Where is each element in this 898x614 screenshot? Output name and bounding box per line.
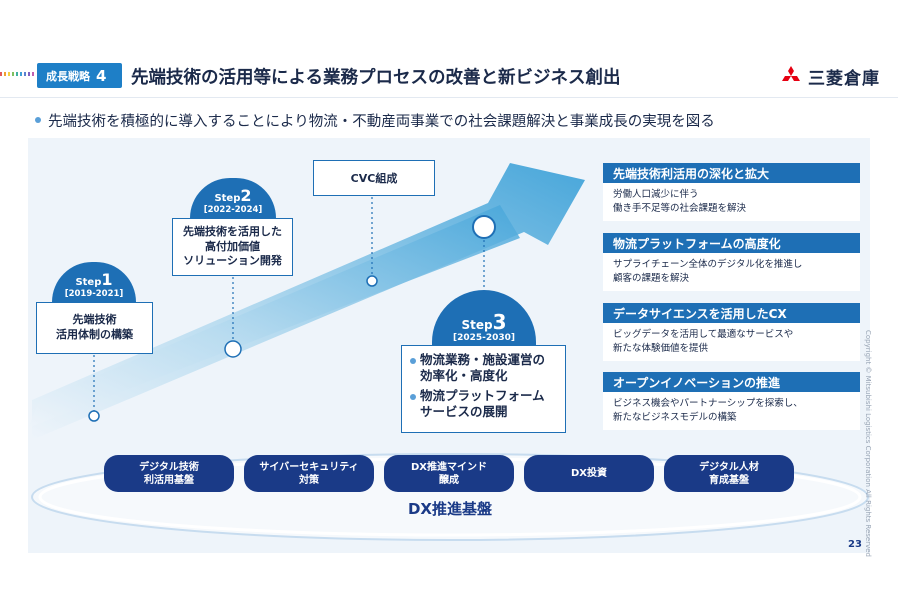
copyright-notice: Copyright © Mitsubishi Logistics Corpora… bbox=[864, 330, 872, 557]
lead-statement: 先端技術を積極的に導入することにより物流・不動産両事業での社会課題解決と事業成長… bbox=[35, 108, 715, 132]
milestone-circle-2 bbox=[224, 340, 242, 358]
goal-card-line: 顧客の課題を解決 bbox=[613, 272, 690, 284]
header-divider bbox=[0, 97, 898, 98]
bullet-dot-icon bbox=[410, 358, 416, 364]
goal-card-title: 物流プラットフォームの高度化 bbox=[603, 233, 860, 253]
step2-label: Step bbox=[214, 193, 241, 205]
company-logo: 三菱倉庫 bbox=[780, 64, 880, 89]
goal-card: 物流プラットフォームの高度化 サプライチェーン全体のデジタル化を推進し 顧客の課… bbox=[603, 233, 860, 291]
step3-item: 物流プラットフォームサービスの展開 bbox=[410, 388, 557, 421]
foundation-pill: DX投資 bbox=[524, 455, 654, 492]
milestone-circle-1 bbox=[88, 410, 100, 422]
step2-line: ソリューション開発 bbox=[183, 254, 282, 268]
foundation-pill: サイバーセキュリティ対策 bbox=[244, 455, 374, 492]
step3-item-text: 物流プラットフォームサービスの展開 bbox=[420, 387, 545, 419]
goal-card-line: 新たな体験価値を提供 bbox=[613, 342, 709, 354]
goal-card-title: データサイエンスを活用したCX bbox=[603, 303, 860, 323]
foundation-pill: デジタル人材育成基盤 bbox=[664, 455, 794, 492]
logo-text: 三菱倉庫 bbox=[808, 68, 880, 89]
goal-card-line: 新たなビジネスモデルの構築 bbox=[613, 411, 737, 423]
goal-card-line: ビジネス機会やパートナーシップを探索し、 bbox=[613, 398, 803, 409]
goal-card: 先端技術利活用の深化と拡大 労働人口減少に伴う 働き手不足等の社会課題を解決 bbox=[603, 163, 860, 221]
badge-number: 4 bbox=[96, 66, 107, 85]
cvc-box: CVC組成 bbox=[313, 160, 435, 196]
bullet-dot-icon bbox=[410, 393, 416, 400]
goal-card: オープンイノベーションの推進 ビジネス機会やパートナーシップを探索し、 新たなビ… bbox=[603, 372, 860, 430]
pill-line: 醸成 bbox=[438, 474, 459, 486]
step1-years: [2019-2021] bbox=[64, 289, 124, 299]
goal-card-body: ビジネス機会やパートナーシップを探索し、 新たなビジネスモデルの構築 bbox=[603, 392, 860, 430]
goal-card-line: 働き手不足等の社会課題を解決 bbox=[613, 202, 747, 214]
page-number: 23 bbox=[848, 539, 862, 550]
step2-line: 高付加価値 bbox=[205, 239, 260, 253]
goal-card-body: サプライチェーン全体のデジタル化を推進し 顧客の課題を解決 bbox=[603, 253, 860, 291]
goal-card-body: ビッグデータを活用して最適なサービスや 新たな体験価値を提供 bbox=[603, 323, 860, 361]
goal-card-body: 労働人口減少に伴う 働き手不足等の社会課題を解決 bbox=[603, 183, 860, 221]
pill-line: デジタル人材 bbox=[699, 461, 759, 473]
goal-card-line: サプライチェーン全体のデジタル化を推進し bbox=[613, 259, 803, 270]
goal-card: データサイエンスを活用したCX ビッグデータを活用して最適なサービスや 新たな体… bbox=[603, 303, 860, 361]
step3-item-text: 物流業務・施設運営の効率化・高度化 bbox=[420, 352, 546, 384]
step3-item: 物流業務・施設運営の効率化・高度化 bbox=[410, 352, 557, 385]
foundation-pill: DX推進マインド醸成 bbox=[384, 455, 514, 492]
foundation-label: DX推進基盤 bbox=[407, 500, 493, 518]
growth-arrow-body bbox=[28, 205, 520, 428]
pill-line: 利活用基盤 bbox=[144, 474, 194, 486]
pill-line: DX投資 bbox=[570, 468, 607, 479]
goal-card-line: ビッグデータを活用して最適なサービスや bbox=[613, 329, 794, 340]
foundation-ellipse bbox=[31, 453, 869, 541]
page-title: 先端技術の活用等による業務プロセスの改善と新ビジネス創出 bbox=[131, 67, 621, 88]
badge-label: 成長戦略 bbox=[46, 69, 90, 83]
foundation-pill: デジタル技術利活用基盤 bbox=[104, 455, 234, 492]
step3-years: [2025-2030] bbox=[452, 333, 516, 343]
pill-line: サイバーセキュリティ bbox=[259, 461, 359, 473]
step2-box: 先端技術を活用した 高付加価値 ソリューション開発 bbox=[172, 218, 293, 276]
goal-card-line: 労働人口減少に伴う bbox=[613, 189, 699, 200]
bullet-dot-icon bbox=[35, 117, 41, 123]
milestone-circle-3 bbox=[472, 215, 496, 239]
step1-number: 1 bbox=[101, 270, 113, 290]
pill-line: デジタル技術 bbox=[139, 461, 199, 473]
growth-strategy-badge: 成長戦略 4 bbox=[37, 63, 122, 88]
step3-box: 物流業務・施設運営の効率化・高度化 物流プラットフォームサービスの展開 bbox=[401, 345, 566, 433]
pill-line: 対策 bbox=[298, 474, 319, 486]
step1-label: Step bbox=[75, 277, 102, 289]
lead-text: 先端技術を積極的に導入することにより物流・不動産両事業での社会課題解決と事業成長… bbox=[48, 113, 715, 130]
step3-number: 3 bbox=[492, 310, 507, 334]
pill-line: DX推進マインド bbox=[410, 461, 487, 473]
goal-card-title: 先端技術利活用の深化と拡大 bbox=[603, 163, 860, 183]
goal-card-title: オープンイノベーションの推進 bbox=[603, 372, 860, 392]
step2-number: 2 bbox=[240, 186, 252, 206]
step1-box: 先端技術 活用体制の構築 bbox=[36, 302, 153, 354]
step1-line: 活用体制の構築 bbox=[56, 328, 133, 341]
decorative-dots bbox=[0, 72, 36, 78]
step1-line: 先端技術 bbox=[72, 313, 117, 327]
step2-years: [2022-2024] bbox=[203, 205, 263, 215]
milestone-circle-cvc bbox=[366, 275, 378, 287]
mitsubishi-logo-icon bbox=[782, 66, 800, 81]
step2-line: 先端技術を活用した bbox=[183, 224, 282, 238]
step3-label: Step bbox=[461, 318, 493, 332]
pill-line: 育成基盤 bbox=[709, 474, 749, 486]
